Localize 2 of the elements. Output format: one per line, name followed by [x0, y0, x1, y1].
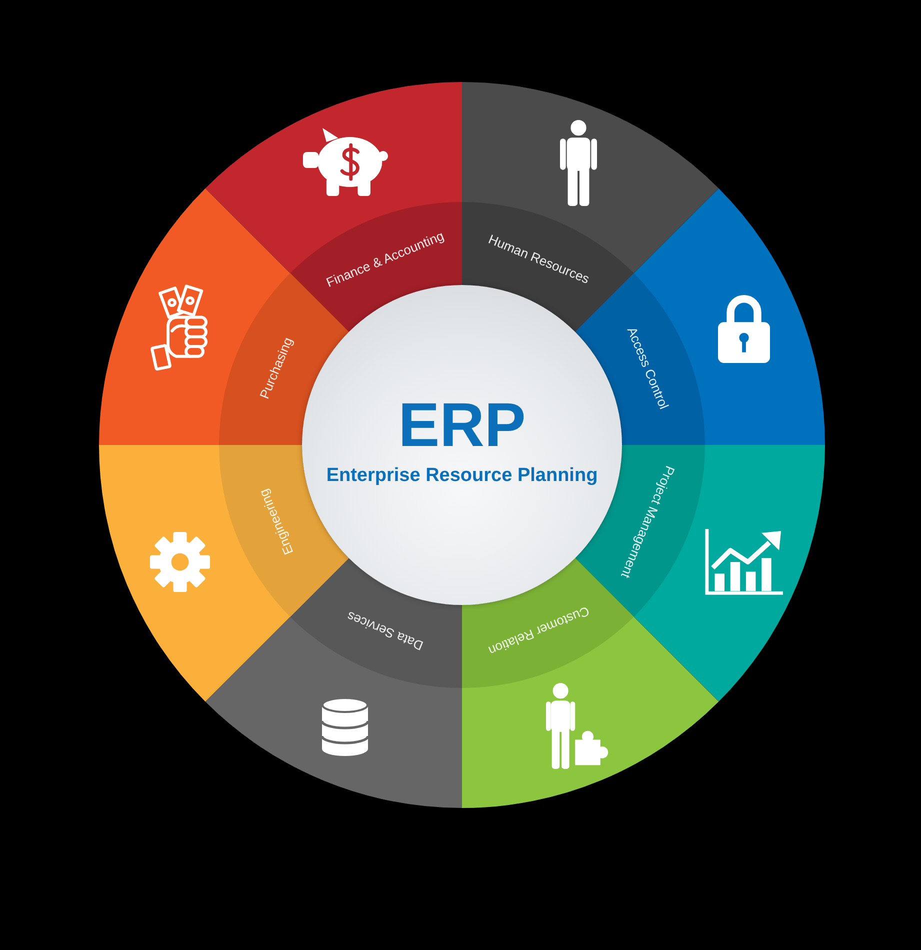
title-text: ERP: [398, 395, 526, 457]
subtitle-text: Enterprise Resource Planning: [326, 466, 598, 485]
